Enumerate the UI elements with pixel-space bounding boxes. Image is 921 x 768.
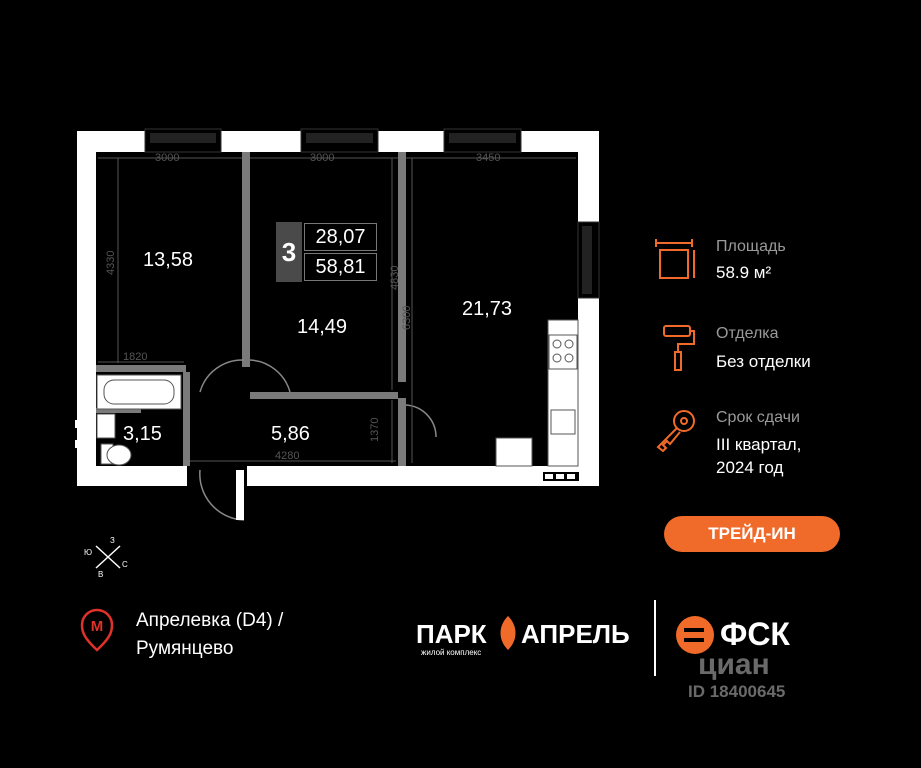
compass-north: З xyxy=(110,536,115,545)
dim-label: 1370 xyxy=(369,417,381,442)
fsk-logo-icon xyxy=(676,616,714,654)
trade-in-button[interactable]: ТРЕЙД-ИН xyxy=(664,516,840,552)
metro-icon: М xyxy=(80,608,114,652)
leaf-icon xyxy=(500,616,516,650)
compass-south: В xyxy=(98,570,104,579)
kitchen xyxy=(495,319,579,467)
metro-station-1: Апрелевка (D4) / xyxy=(136,610,284,631)
park-logo-right: АПРЕЛЬ xyxy=(521,619,630,649)
paint-roller-icon xyxy=(663,325,695,371)
dim-label: 6300 xyxy=(401,305,413,330)
room-area: 3,15 xyxy=(123,423,162,445)
dimension-lines xyxy=(98,157,576,463)
finish-value: Без отделки xyxy=(716,352,811,371)
area-value: 58.9 м² xyxy=(716,263,772,282)
living-area: 28,07 xyxy=(304,223,377,251)
dim-label: 4330 xyxy=(105,250,117,275)
area-label: Площадь xyxy=(716,238,786,255)
rooms-count: 3 xyxy=(276,222,302,282)
area-badge: 3 28,07 58,81 xyxy=(276,222,378,282)
deadline-line1: III квартал, xyxy=(716,435,802,454)
total-area: 58,81 xyxy=(304,253,377,281)
doors xyxy=(199,359,437,521)
cian-watermark-id: ID 18400645 xyxy=(688,682,786,701)
room-area: 21,73 xyxy=(462,298,513,320)
room-area: 5,86 xyxy=(271,423,310,445)
park-logo-left: ПАРК xyxy=(416,619,487,649)
interior-walls xyxy=(96,152,406,466)
deadline-line2: 2024 год xyxy=(716,458,784,477)
dim-label: 4280 xyxy=(275,450,300,462)
area-icon xyxy=(655,239,695,279)
compass-east: С xyxy=(122,560,128,569)
bathtub xyxy=(96,374,182,410)
cian-watermark: циан xyxy=(698,648,770,681)
finish-label: Отделка xyxy=(716,325,779,342)
dim-label: 3450 xyxy=(476,152,501,164)
dim-label: 3000 xyxy=(310,152,335,164)
room-area: 14,49 xyxy=(297,316,348,338)
logo-divider xyxy=(654,600,656,676)
windows xyxy=(144,128,600,299)
room-area: 13,58 xyxy=(143,249,194,271)
key-icon xyxy=(656,410,695,452)
fsk-logo-text: ФСК xyxy=(720,616,790,652)
dim-label: 4830 xyxy=(389,265,401,290)
entrance-marks xyxy=(75,420,579,481)
deadline-label: Срок сдачи xyxy=(716,409,800,426)
dim-label: 3000 xyxy=(155,152,180,164)
park-logo-sub: жилой комплекс xyxy=(421,648,482,657)
compass-west: Ю xyxy=(84,548,93,557)
compass: З Ю С В xyxy=(84,536,134,580)
sink-toilet xyxy=(96,413,132,466)
svg-text:М: М xyxy=(91,618,104,635)
metro-station-2: Румянцево xyxy=(136,638,234,659)
dim-label: 1820 xyxy=(123,351,148,363)
